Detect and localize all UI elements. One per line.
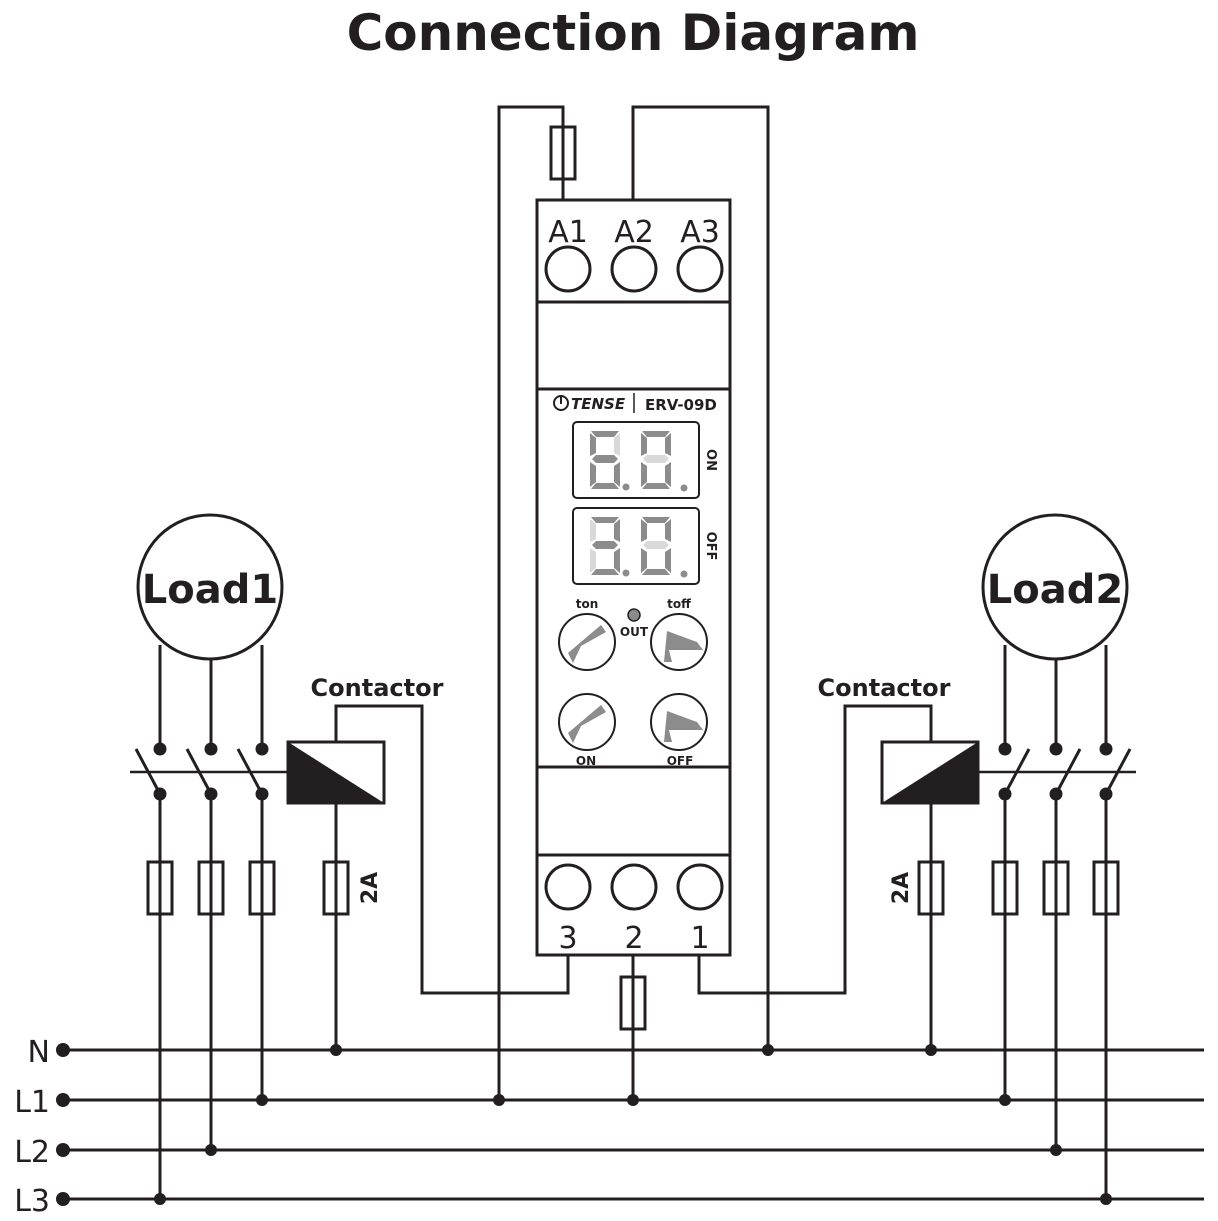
left-load-circuit: Load1 Contactor 2A	[130, 513, 444, 1205]
junction-dot	[493, 1094, 505, 1106]
junction-dot	[330, 1044, 342, 1056]
bus-label-l2: L2	[14, 1135, 50, 1170]
led-label: OUT	[620, 625, 649, 639]
knob-on-pointer-icon	[568, 705, 606, 743]
knob-toff[interactable]	[650, 613, 708, 671]
junction-dot	[1050, 1144, 1062, 1156]
contactor1-label: Contactor	[311, 674, 444, 702]
terminal-label-a1: A1	[548, 215, 588, 250]
terminal-screw-a1	[544, 245, 592, 293]
contact-dot	[255, 742, 269, 756]
knob-off-range[interactable]	[650, 693, 708, 751]
knob-on-range[interactable]	[558, 693, 616, 751]
bus-terminal-l3	[56, 1192, 70, 1206]
junction-dot	[154, 1193, 166, 1205]
contact-dot	[204, 742, 218, 756]
knob-toff-label: toff	[667, 597, 691, 611]
diagram-title: Connection Diagram	[347, 4, 920, 62]
knob-ton-pointer-icon	[568, 625, 606, 663]
bus-terminal-l2	[56, 1143, 70, 1157]
junction-dot	[1100, 1193, 1112, 1205]
terminal-label-3: 3	[558, 921, 577, 956]
terminal-label-2: 2	[624, 921, 643, 956]
junction-dot	[999, 1094, 1011, 1106]
bus-label-n: N	[28, 1035, 50, 1070]
display-on	[572, 421, 700, 499]
junction-dot	[205, 1144, 217, 1156]
wire-a2-to-n	[631, 105, 770, 1050]
contact-dot	[1049, 742, 1063, 756]
terminal-screw-3	[544, 863, 592, 911]
bus-label-l1: L1	[14, 1085, 50, 1120]
junction-dot	[762, 1044, 774, 1056]
wire-term1-to-contactor2	[697, 704, 933, 995]
terminal-screw-1	[676, 863, 724, 911]
contact-dot	[1099, 742, 1113, 756]
display-on-digits	[590, 431, 688, 492]
brand-logo-icon	[553, 395, 569, 411]
junction-dot	[925, 1044, 937, 1056]
contact-dot	[153, 742, 167, 756]
display-off-digits	[590, 517, 688, 578]
contactor2-label: Contactor	[818, 674, 951, 702]
wire-l1-to-a1	[497, 105, 565, 1100]
display-off-label: OFF	[703, 532, 718, 561]
fuse-rating-right: 2A	[889, 872, 914, 904]
load2-label: Load2	[987, 567, 1123, 613]
terminal-screw-a2	[610, 245, 658, 293]
junction-dot	[627, 1094, 639, 1106]
contact-dot	[998, 742, 1012, 756]
bus-label-l3: L3	[14, 1184, 50, 1219]
fuse-rating-left: 2A	[358, 872, 383, 904]
knob-toff-pointer-icon	[664, 631, 703, 662]
wire-term3-to-contactor1	[334, 704, 570, 995]
bus-terminal-n	[56, 1043, 70, 1057]
display-off	[572, 507, 700, 585]
out-led-indicator	[627, 608, 641, 622]
display-on-label: ON	[703, 449, 718, 471]
knob-off-label: OFF	[667, 754, 694, 768]
knob-ton[interactable]	[558, 613, 616, 671]
junction-dot	[256, 1094, 268, 1106]
bus-lines: N L1 L2 L3	[14, 1035, 1204, 1219]
knob-off-pointer-icon	[664, 711, 703, 742]
terminal-label-a3: A3	[680, 215, 720, 250]
right-load-circuit: Load2 Contactor 2A	[818, 513, 1136, 1205]
terminal-label-1: 1	[690, 921, 709, 956]
contactor1-coil-icon	[288, 742, 384, 803]
brand-name: TENSE	[571, 395, 626, 413]
load1-label: Load1	[142, 567, 278, 613]
bus-terminal-l1	[56, 1093, 70, 1107]
device-supply-wiring	[334, 105, 933, 1106]
terminal-label-a2: A2	[614, 215, 654, 250]
model-name: ERV-09D	[645, 396, 717, 414]
timer-relay-device: A1 A2 A3 3 2 1 TENSE ERV-09D	[535, 198, 732, 957]
knob-on-label: ON	[576, 754, 596, 768]
knob-ton-label: ton	[576, 597, 599, 611]
contactor2-coil-icon	[882, 742, 978, 803]
terminal-screw-a3	[676, 245, 724, 293]
terminal-screw-2	[610, 863, 658, 911]
